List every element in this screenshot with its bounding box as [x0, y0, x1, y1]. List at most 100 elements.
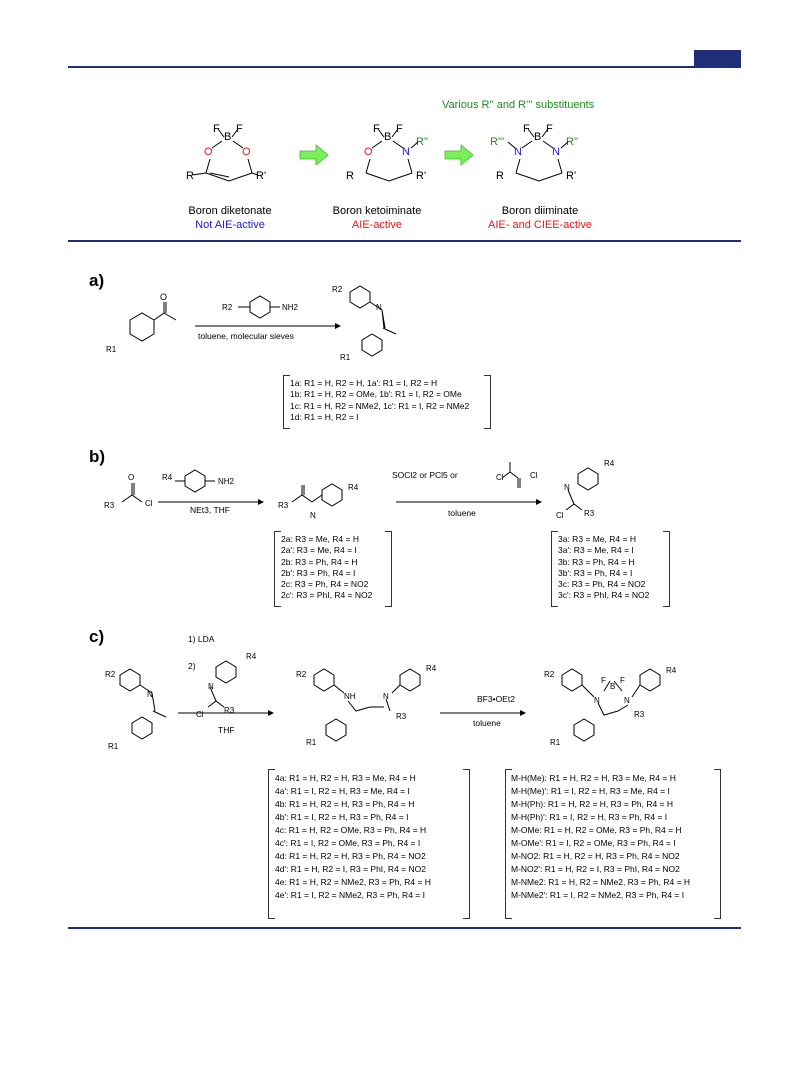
r3-reagent: R3	[224, 706, 235, 715]
list-item: 3b': R3 = Ph, R4 = I	[558, 567, 633, 578]
svg-text:B: B	[384, 131, 391, 143]
diiminate-status: AIE- and CIEE-active	[488, 219, 592, 231]
r2-a: R2	[222, 303, 233, 312]
n-imidoyl: N	[564, 483, 570, 492]
r2-product-c: R2	[544, 670, 555, 679]
diiminate-name: Boron diiminate	[501, 205, 579, 217]
section-a-conditions: toluene, molecular sieves	[198, 331, 294, 341]
f2-product: F	[620, 676, 625, 685]
n-diimine: N	[383, 692, 389, 701]
substituent-note: Various R'' and R''' substituents	[442, 99, 595, 111]
ketoiminate-name: Boron ketoiminate	[332, 205, 422, 217]
list-item: M-NMe2': R1 = I, R2 = NMe2, R3 = Ph, R4 …	[511, 890, 685, 900]
svg-text:F: F	[396, 123, 403, 135]
svg-text:N: N	[514, 146, 522, 158]
cl-imidoyl: Cl	[556, 511, 564, 520]
atom-o2: O	[242, 146, 251, 158]
imidoyl-reagent	[207, 660, 237, 708]
section-a-list: 1a: R1 = H, R2 = H, 1a': R1 = I, R2 = H …	[290, 378, 469, 423]
section-c-bracket-m	[505, 769, 721, 919]
list-item: 4d': R1 = H, R2 = I, R3 = PhI, R4 = NO2	[275, 864, 426, 874]
list-item: 1b: R1 = H, R2 = OMe, 1b': R1 = I, R2 = …	[290, 389, 462, 400]
imine-product	[349, 285, 397, 357]
atom-n-a: N	[376, 303, 382, 312]
list-item: 4a: R1 = H, R2 = H, R3 = Me, R4 = H	[275, 773, 416, 783]
imine-start	[119, 668, 167, 740]
r2-product: R2	[332, 285, 343, 294]
nh-amide: N	[310, 511, 316, 520]
b-product: B	[610, 682, 615, 691]
r3-b: R3	[104, 501, 115, 510]
section-a-bracket	[283, 375, 491, 429]
list-item: 4b: R1 = H, R2 = H, R3 = Ph, R4 = H	[275, 799, 415, 809]
section-c-label: c)	[89, 627, 105, 646]
list-item: 2c': R3 = PhI, R4 = NO2	[281, 590, 373, 601]
r3-imidoyl: R3	[584, 509, 595, 518]
section-c-bracket-4	[268, 769, 470, 919]
atom-f2: F	[236, 123, 243, 135]
section-a-label: a)	[89, 271, 105, 290]
svg-text:R: R	[346, 170, 354, 182]
r4-imidoyl: R4	[604, 459, 615, 468]
r4-diimine: R4	[426, 664, 437, 673]
list-item: M-H(Ph): R1 = H, R2 = H, R3 = Ph, R4 = H	[511, 799, 674, 809]
section-c-solvent1: THF	[218, 725, 235, 735]
list-item: 4a': R1 = I, R2 = H, R3 = Me, R4 = I	[275, 786, 410, 796]
amide	[291, 483, 343, 507]
svg-text:N: N	[402, 146, 410, 158]
aniline-b	[175, 469, 215, 493]
atom-rprime: R'	[256, 170, 266, 182]
arrow-2	[444, 144, 474, 166]
arrow-1	[299, 144, 329, 166]
svg-text:F: F	[546, 123, 553, 135]
list-item: M-NO2': R1 = H, R2 = I, R3 = PhI, R4 = N…	[511, 864, 680, 874]
r3-amide: R3	[278, 501, 289, 510]
list-item: 2b: R3 = Ph, R4 = H	[281, 556, 358, 567]
r1-c: R1	[108, 742, 119, 751]
svg-text:R: R	[496, 170, 504, 182]
list-item: 4b': R1 = I, R2 = H, R3 = Ph, R4 = I	[275, 812, 409, 822]
list-item: 2c: R3 = Ph, R4 = NO2	[281, 579, 369, 590]
r1-diimine: R1	[306, 738, 317, 747]
list-item: M-H(Ph)': R1 = I, R2 = H, R3 = Ph, R4 = …	[511, 812, 668, 822]
atom-f1: F	[213, 123, 220, 135]
acyl-chloride	[121, 483, 143, 503]
cl-oxalyl-2: Cl	[530, 471, 538, 480]
bodiim-product	[561, 668, 661, 742]
section-c-step1: 1) LDA	[188, 634, 215, 644]
svg-text:R''': R'''	[490, 136, 504, 148]
r4-product-c: R4	[666, 666, 677, 675]
header-block	[694, 50, 741, 67]
r3-diimine: R3	[396, 712, 407, 721]
list-item: 3c': R3 = PhI, R4 = NO2	[558, 590, 650, 601]
list-item: 4e: R1 = H, R2 = NMe2, R3 = Ph, R4 = H	[275, 877, 431, 887]
list-item: 2a: R3 = Me, R4 = H	[281, 534, 359, 544]
list-item: 3a': R3 = Me, R4 = I	[558, 545, 634, 556]
list-item: 4e': R1 = I, R2 = NMe2, R3 = Ph, R4 = I	[275, 890, 425, 900]
n-reagent: N	[208, 682, 214, 691]
atom-b1: B	[224, 131, 231, 143]
r4-reagent: R4	[246, 652, 257, 661]
aniline	[238, 295, 280, 319]
top-rule	[68, 66, 741, 68]
bottom-rule	[68, 927, 741, 929]
r1-product-c: R1	[550, 738, 561, 747]
nh2-b: NH2	[218, 477, 235, 486]
list-item: M-H(Me)': R1 = I, R2 = H, R3 = Me, R4 = …	[511, 786, 670, 796]
svg-text:R': R'	[566, 170, 576, 182]
n1-product: N	[594, 696, 600, 705]
scheme-rule	[68, 240, 741, 242]
list-item: M-NO2: R1 = H, R2 = H, R3 = Ph, R4 = NO2	[511, 851, 680, 861]
section-b-reagents: SOCl2 or PCl5 or	[392, 470, 458, 480]
list-item: M-OMe: R1 = H, R2 = OMe, R3 = Ph, R4 = H	[511, 825, 682, 835]
svg-text:O: O	[364, 146, 373, 158]
list-item: M-NMe2: R1 = H, R2 = NMe2, R3 = Ph, R4 =…	[511, 877, 691, 887]
section-b-label: b)	[89, 447, 106, 466]
section-b-conditions2: toluene	[448, 508, 476, 518]
section-b-conditions1: NEt3, THF	[190, 505, 230, 515]
